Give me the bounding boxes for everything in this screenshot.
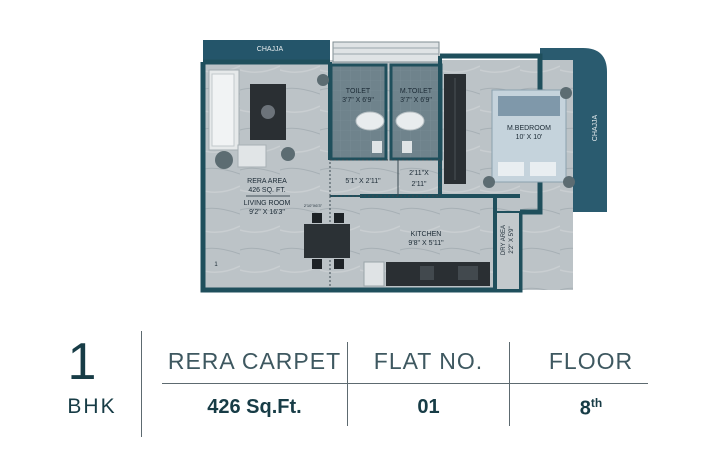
dining-chair: [334, 259, 344, 269]
plant-icon: [215, 151, 233, 169]
mtoilet-basin: [402, 141, 412, 153]
lobby-size-label-1: 2'11"X: [409, 170, 429, 177]
rera-area-label: RERA AREA: [247, 178, 287, 185]
floor-plan: CHAJJA CHAJJA TOILET 3'7" X 6'9" M.TOILE…: [200, 40, 607, 293]
plant-icon: [560, 87, 572, 99]
floor-header: FLOOR: [548, 348, 634, 374]
flat-no-header: FLAT NO.: [373, 348, 484, 374]
living-room-size-label: 9'2" X 16'3": [249, 209, 285, 216]
lobby-size-label-2: 2'11": [412, 181, 427, 188]
dining-table: [304, 224, 350, 258]
toilet-basin: [372, 141, 382, 153]
dry-area-label: DRY AREA: [501, 225, 507, 255]
floor-value-wrap: 8th: [510, 396, 672, 421]
divider-main: [141, 331, 142, 437]
living-room-label: LIVING ROOM: [244, 200, 291, 207]
mtoilet-label: M.TOILET: [400, 88, 433, 95]
mtoilet-room: [389, 63, 443, 161]
small-dim-label: 2'10"X6'3": [304, 203, 323, 208]
lobby-outline: [397, 159, 441, 197]
toilet-label: TOILET: [346, 88, 371, 95]
lamp-icon: [563, 176, 575, 188]
chajja-top-label: CHAJJA: [257, 46, 284, 53]
chajja-right-label: CHAJJA: [592, 114, 599, 141]
mbedroom-size-label: 10' X 10': [516, 134, 543, 141]
rera-carpet-value: 426 Sq.Ft.: [207, 396, 302, 418]
kitchen-size-label: 9'8" X 5'11": [408, 240, 444, 247]
dry-area: [495, 211, 521, 291]
toilet-commode: [355, 111, 385, 131]
passage-size-label: 5'1" X 2'11": [345, 178, 381, 185]
armchair: [237, 144, 267, 168]
balcony-slab: [332, 41, 440, 63]
dining-chair: [312, 213, 322, 223]
toilet-size-label: 3'7" X 6'9": [342, 97, 374, 104]
plant-icon: [281, 147, 295, 161]
dining-chair: [312, 259, 322, 269]
divider-horizontal: [162, 383, 648, 384]
plant-icon: [317, 74, 329, 86]
divider-col-2: [509, 342, 510, 426]
dining-chair: [334, 213, 344, 223]
floor-suffix: th: [590, 396, 603, 410]
bhk-label: BHK: [67, 395, 117, 418]
mtoilet-size-label: 3'7" X 6'9": [400, 97, 432, 104]
rera-carpet-header: RERA CARPET: [167, 348, 342, 374]
chajja-top: [203, 40, 330, 62]
corner-mark: 1: [214, 262, 218, 268]
rera-sqft-label: 426 SQ. FT.: [248, 187, 285, 194]
kitchen-label: KITCHEN: [411, 231, 442, 238]
bhk-number: 1: [67, 333, 97, 391]
floor-value: 8: [579, 397, 591, 420]
dry-area-size-label: 2'2" X 5'9": [509, 226, 515, 253]
lamp-icon: [483, 176, 495, 188]
flat-no-value: 01: [417, 396, 440, 418]
mtoilet-commode: [395, 111, 425, 131]
mbedroom-label: M.BEDROOM: [507, 125, 551, 132]
divider-col-1: [347, 342, 348, 426]
